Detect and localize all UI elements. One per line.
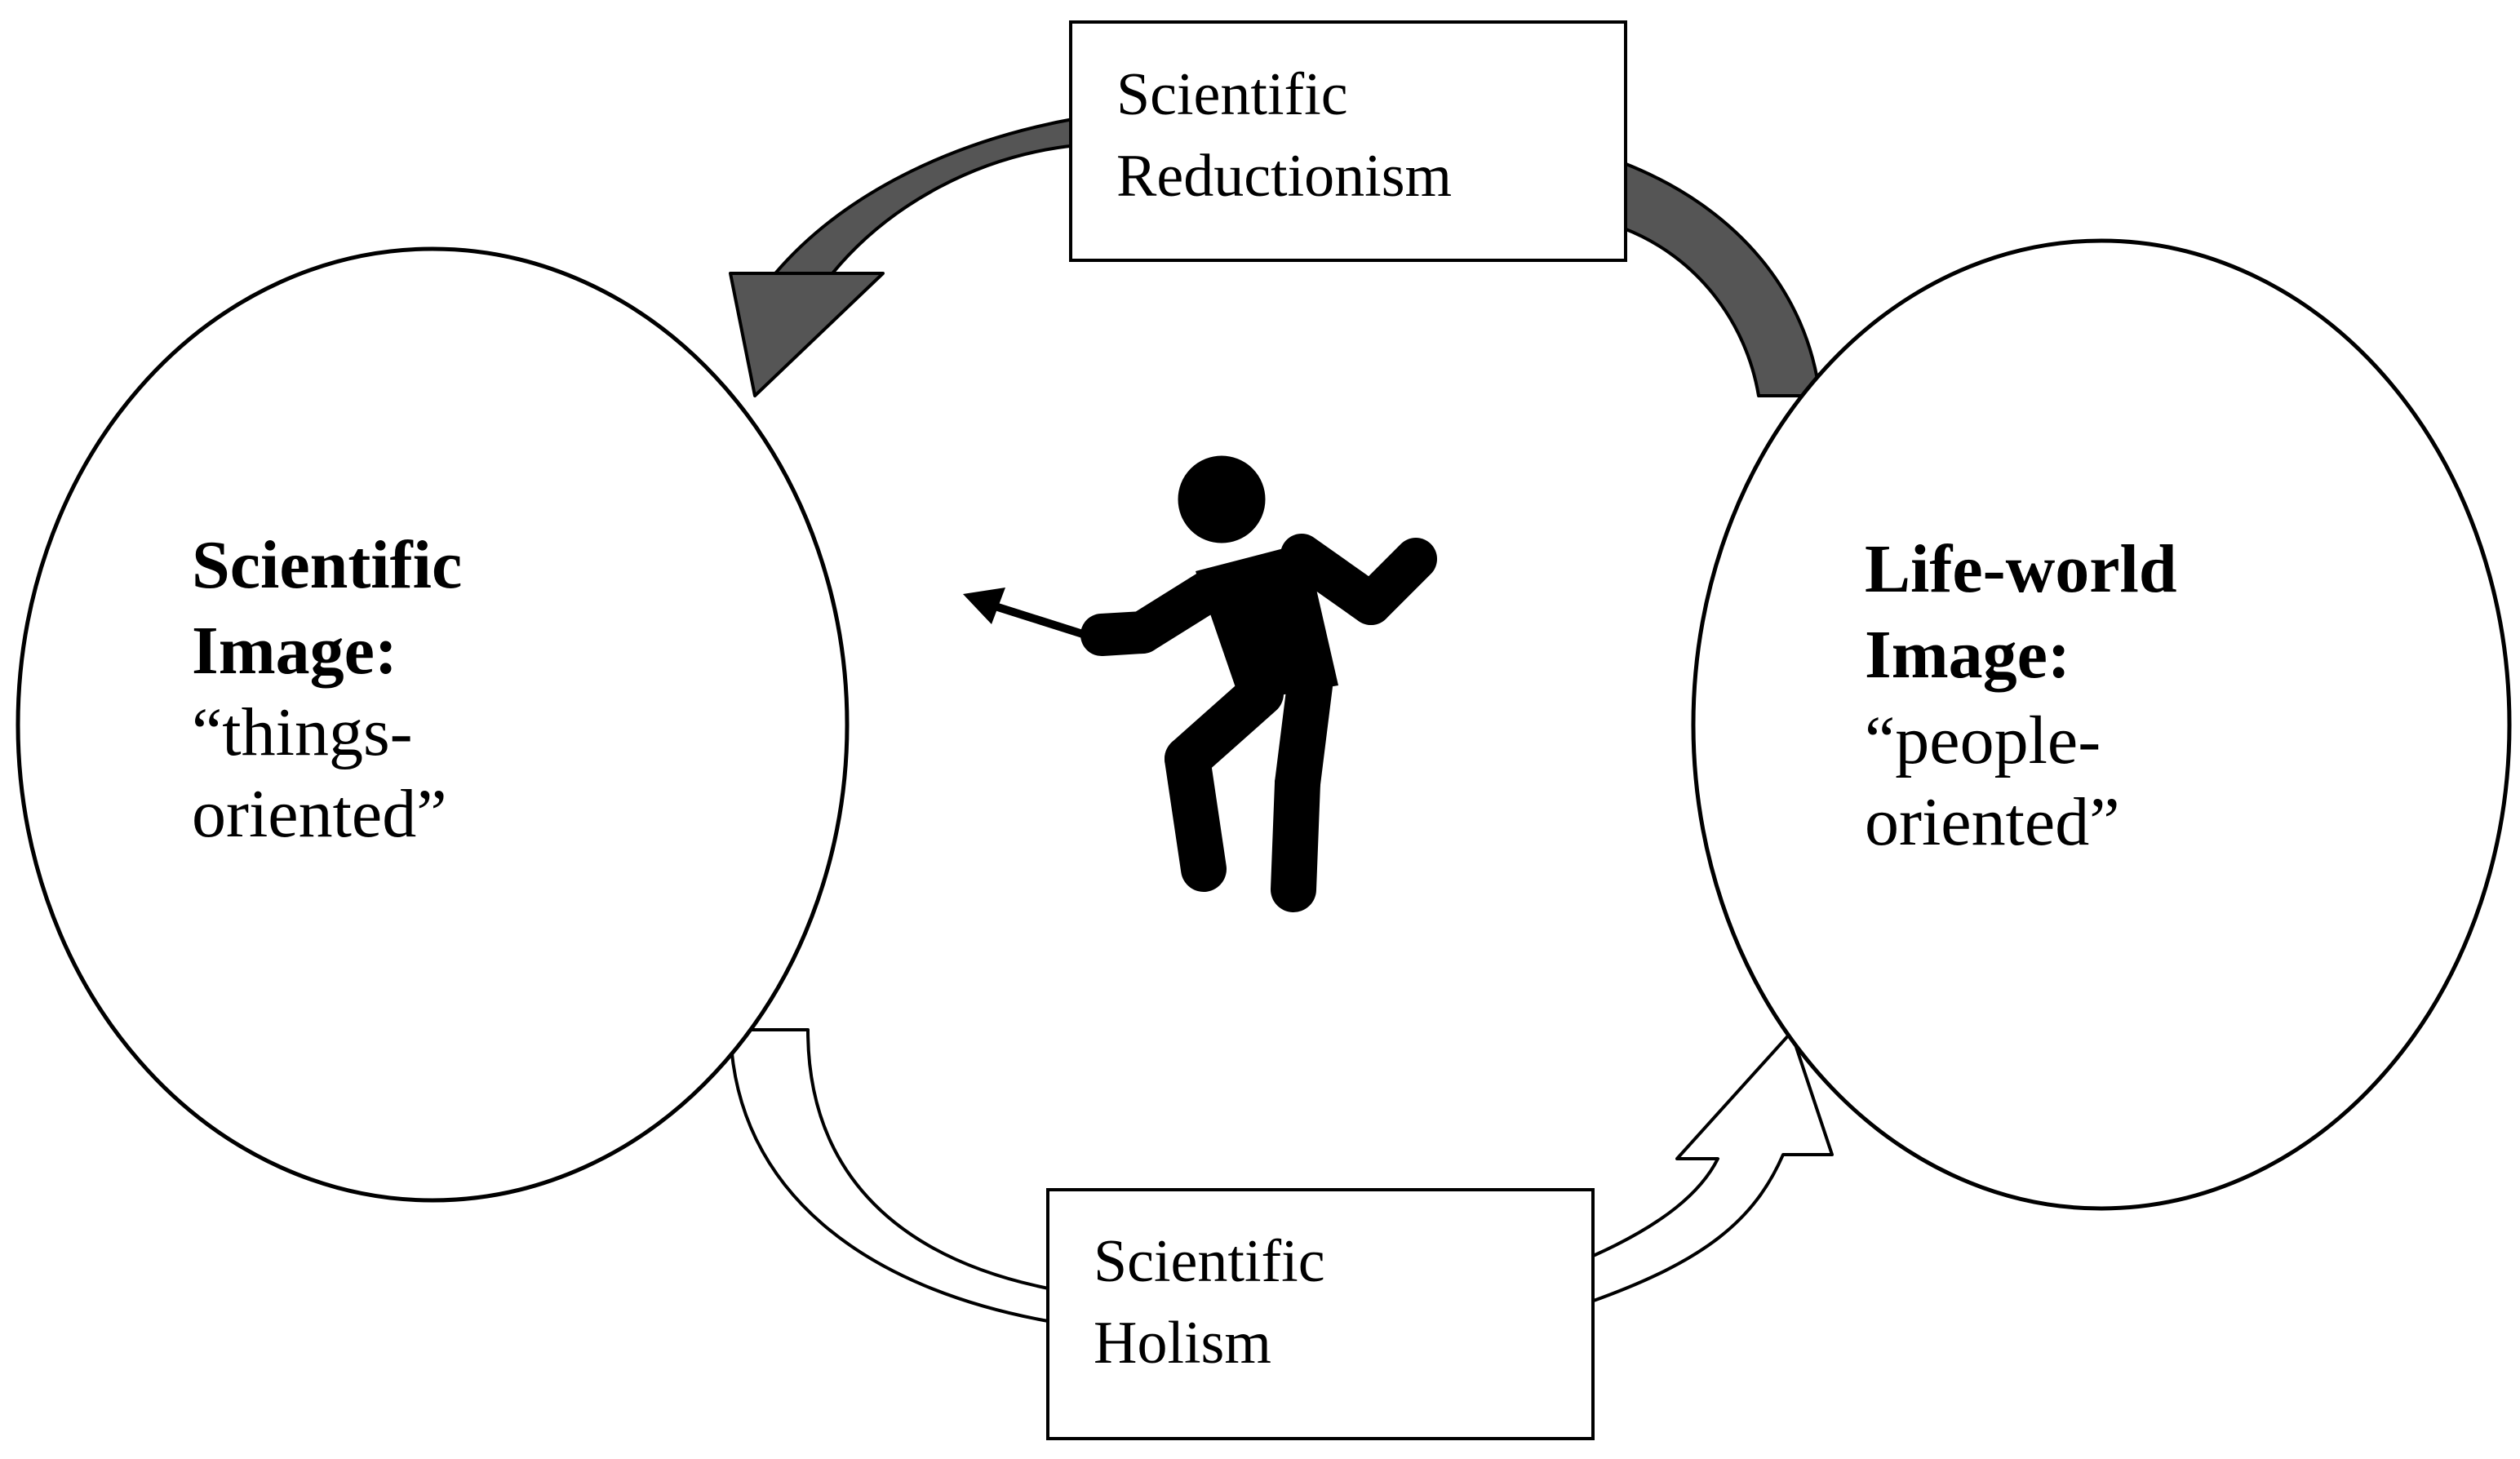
holism-arrow-head	[1590, 1031, 1834, 1303]
reductionism-arrow-tail	[1622, 162, 1821, 397]
scientific-image-title-1: Scientific	[192, 527, 462, 603]
scientific-reductionism-box	[1069, 20, 1627, 262]
reductionism-arrow-left	[729, 117, 1079, 397]
reductionism-label-1: Scientific	[1116, 61, 1348, 128]
life-world-image-subtitle-2: oriented”	[1865, 784, 2120, 860]
scientific-image-circle	[16, 246, 850, 1203]
person-pointing-icon	[963, 455, 1437, 912]
holism-label-2: Holism	[1094, 1310, 1271, 1377]
holism-arrow	[729, 1028, 1054, 1324]
life-world-image-title-1: Life-world	[1865, 531, 2177, 607]
holism-label-1: Scientific	[1094, 1228, 1325, 1295]
life-world-image-circle	[1691, 238, 2512, 1211]
scientific-image-subtitle-1: “things-	[192, 694, 413, 770]
reductionism-label-2: Reductionism	[1116, 143, 1452, 210]
life-world-image-subtitle-1: “people-	[1865, 703, 2101, 778]
scientific-image-title-2: Image:	[192, 613, 397, 689]
scientific-image-subtitle-2: oriented”	[192, 776, 447, 852]
scientific-holism-box	[1046, 1188, 1595, 1440]
life-world-image-title-2: Image:	[1865, 617, 2070, 693]
